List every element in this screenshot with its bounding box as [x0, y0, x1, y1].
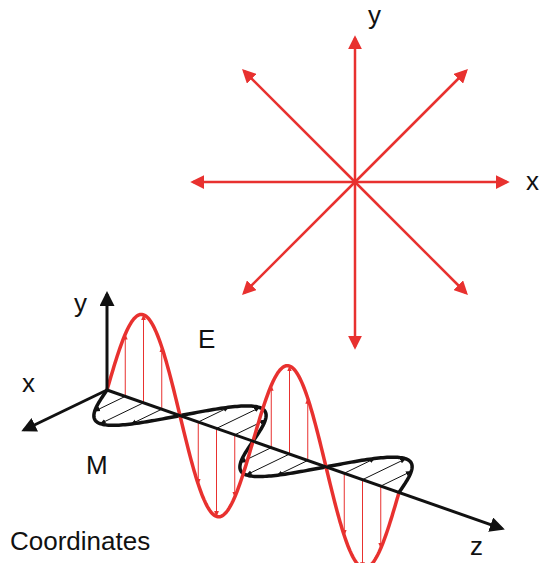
field-label: M: [86, 452, 108, 478]
field-vectors: [95, 315, 412, 563]
star-arrow: [193, 181, 355, 184]
star-arrow: [354, 38, 357, 182]
axis-label: z: [470, 533, 483, 559]
electric-wave: [107, 314, 399, 563]
electric-vector: [234, 435, 235, 497]
star-arrow: [354, 182, 357, 347]
axis-label: y: [368, 2, 381, 28]
electric-vector: [216, 428, 217, 516]
axis-label: x: [526, 168, 539, 194]
polarization-star: [193, 38, 507, 347]
electric-vector: [344, 473, 345, 535]
magnetic-vector: [363, 459, 406, 480]
electric-vector: [143, 315, 144, 403]
star-arrow: [244, 182, 355, 293]
y-axis: [106, 294, 109, 390]
star-arrow: [355, 182, 466, 293]
star-arrow: [244, 71, 355, 182]
x-axis: [24, 390, 107, 430]
electric-vector: [307, 398, 308, 460]
electric-vector: [125, 334, 126, 396]
caption-text: Coordinates: [10, 528, 150, 554]
electric-vector: [362, 480, 363, 563]
magnetic-vector: [246, 454, 289, 475]
magnetic-vector: [100, 403, 143, 424]
field-label: E: [198, 326, 215, 352]
electric-vector: [161, 347, 162, 409]
electric-vector: [289, 366, 290, 454]
star-arrow: [355, 181, 507, 184]
coordinate-axes: [24, 294, 502, 529]
axis-label: x: [22, 370, 35, 396]
electric-vector: [271, 385, 272, 447]
electric-vector: [380, 486, 381, 548]
axis-label: y: [74, 290, 87, 316]
star-arrow: [355, 71, 466, 182]
magnetic-vector: [217, 408, 260, 429]
electric-vector: [198, 422, 199, 484]
z-axis: [107, 390, 502, 529]
